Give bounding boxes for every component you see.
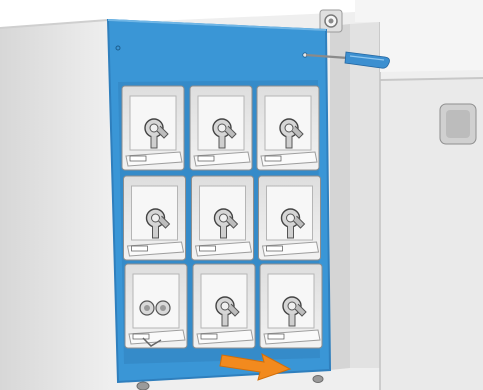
cartridge-slot[interactable] <box>192 176 254 260</box>
cartridge-slot[interactable] <box>257 86 319 170</box>
handle-icon[interactable] <box>440 104 476 144</box>
cartridge-slot[interactable] <box>193 264 255 348</box>
cartridge-slot[interactable] <box>259 176 321 260</box>
cartridge-slots <box>122 86 322 348</box>
power-button-icon[interactable] <box>320 10 342 32</box>
cartridge-slot[interactable] <box>260 264 322 348</box>
cartridge-slot[interactable] <box>190 86 252 170</box>
cartridge-slot[interactable] <box>125 264 187 348</box>
cartridge-slot[interactable] <box>122 86 184 170</box>
cartridge-slot[interactable] <box>124 176 186 260</box>
